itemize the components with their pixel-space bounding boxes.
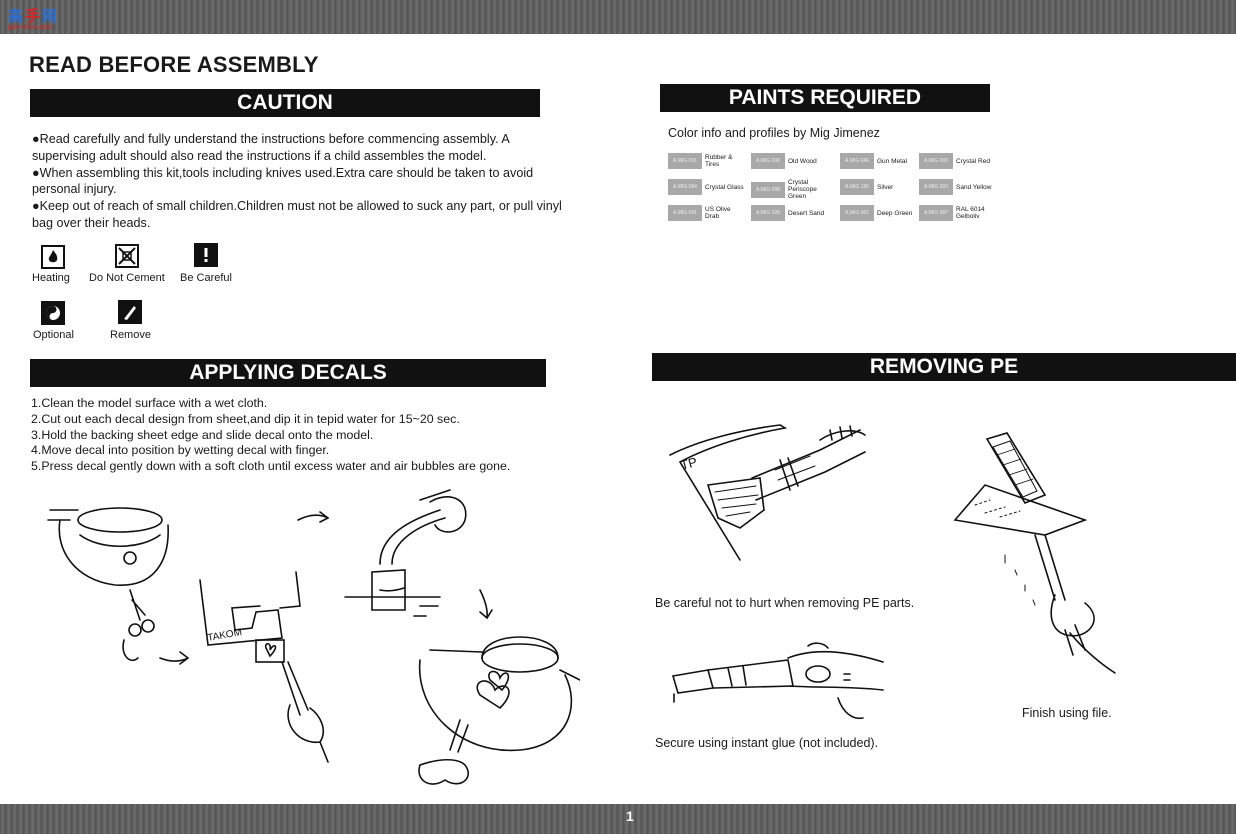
pe-fret-label: TP	[679, 454, 699, 473]
top-border-band	[0, 0, 1236, 34]
paint-name: Crystal Red	[956, 157, 990, 165]
caution-header: CAUTION	[30, 89, 540, 117]
decals-header: APPLYING DECALS	[30, 359, 546, 387]
paints-subtitle: Color info and profiles by Mig Jimenez	[668, 126, 880, 140]
flame-icon	[41, 245, 65, 269]
glue-illustration	[671, 642, 884, 720]
decal-step: 1.Clean the model surface with a wet clo…	[31, 396, 268, 410]
paint-code: A.MIG 041	[668, 205, 702, 221]
paint-code: A.MIG 038	[751, 153, 785, 169]
paint-name: Old Wood	[788, 157, 817, 165]
paint-name: RAL 6014 Gelboliv	[956, 206, 985, 220]
paint-name: Sand Yellow	[956, 183, 992, 191]
paints-header: PAINTS REQUIRED	[660, 84, 990, 112]
paint-code: A.MIG 094	[668, 179, 702, 195]
paint-name: Deep Green	[877, 209, 913, 217]
pe-header: REMOVING PE	[652, 353, 1236, 381]
no-cement-icon	[115, 244, 139, 268]
paint-name: Crystal Periscope Green	[788, 179, 817, 200]
decal-step: 4.Move decal into position by wetting de…	[31, 443, 330, 458]
page-number: 1	[626, 808, 634, 824]
pe-caption-careful: Be careful not to hurt when removing PE …	[655, 596, 915, 610]
paint-name: US Olive Drab	[705, 206, 731, 220]
paint-name: Desert Sand	[788, 209, 825, 217]
optional-icon	[41, 301, 65, 325]
caution-paragraph: ●Read carefully and fully understand the…	[32, 132, 510, 163]
paint-code: A.MIG 028	[751, 205, 785, 221]
paint-name: Silver	[877, 183, 894, 191]
icon-label-heating: Heating	[32, 272, 70, 284]
paint-name: Gun Metal	[877, 157, 907, 165]
paint-code: A.MIG 062	[840, 205, 874, 221]
caution-paragraph: ●When assembling this kit,tools includin…	[32, 165, 534, 197]
caution-text: ●Read carefully and fully understand the…	[32, 131, 562, 232]
knife-icon	[118, 300, 142, 324]
icon-label-be-careful: Be Careful	[180, 272, 232, 284]
paint-code: A.MIG 098	[751, 181, 785, 198]
paint-code: A.MIG 046	[840, 153, 874, 169]
page-title: READ BEFORE ASSEMBLY	[29, 52, 319, 77]
paint-name: Crystal Glass	[705, 183, 744, 191]
paint-code: A.MIG 093	[919, 179, 953, 195]
file-illustration	[953, 432, 1116, 674]
icon-label-remove: Remove	[110, 329, 151, 341]
paint-code: A.MIG 087	[919, 205, 953, 221]
paint-code: A.MIG 195	[840, 179, 874, 195]
icon-label-optional: Optional	[33, 329, 74, 341]
icon-label-do-not-cement: Do Not Cement	[89, 272, 165, 284]
paint-name: Rubber & Tires	[705, 154, 733, 168]
pe-fret-illustration: TP	[669, 424, 866, 561]
decal-illustration: TAKOM	[47, 489, 580, 785]
paint-code: A.MIG 093	[919, 153, 953, 169]
decal-step: 2.Cut out each decal design from sheet,a…	[31, 411, 460, 426]
file-caption: Finish using file.	[1022, 706, 1112, 720]
bottom-border-band	[0, 804, 1236, 834]
caution-paragraph: ●Keep out of reach of small children.Chi…	[32, 199, 562, 230]
exclamation-icon	[194, 243, 218, 267]
watermark-logo: 高手网 gao-shou.com	[8, 7, 60, 31]
decal-step: 5.Press decal gently down with a soft cl…	[31, 459, 511, 474]
paint-code: A.MIG 031	[668, 153, 702, 169]
decal-steps: 1.Clean the model surface with a wet clo…	[31, 396, 510, 475]
decal-step: 3.Hold the backing sheet edge and slide …	[31, 427, 374, 442]
glue-caption: Secure using instant glue (not included)…	[655, 736, 879, 750]
